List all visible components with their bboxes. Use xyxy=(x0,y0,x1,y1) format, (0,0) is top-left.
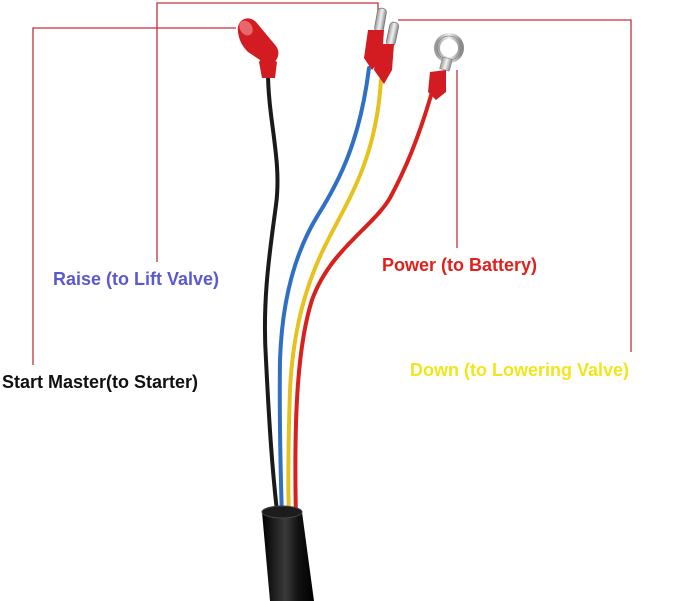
wire-black xyxy=(262,70,280,522)
wire-blue xyxy=(277,66,371,522)
leader-line-down xyxy=(398,19,632,352)
wire-yellow xyxy=(286,78,383,522)
cable-jacket xyxy=(261,505,314,601)
bullet-connector-icon-2 xyxy=(374,21,400,84)
ring-terminal-icon xyxy=(428,33,464,100)
leader-lines xyxy=(32,2,632,365)
label-down: Down (to Lowering Valve) xyxy=(410,360,630,380)
wires xyxy=(262,66,434,522)
label-raise: Raise (to Lift Valve) xyxy=(53,269,220,289)
wire-red xyxy=(293,90,434,522)
female-spade-terminal-icon xyxy=(237,18,279,78)
leader-line-start xyxy=(32,27,236,365)
label-power: Power (to Battery) xyxy=(382,255,538,275)
label-start-master: Start Master(to Starter) xyxy=(2,372,199,392)
